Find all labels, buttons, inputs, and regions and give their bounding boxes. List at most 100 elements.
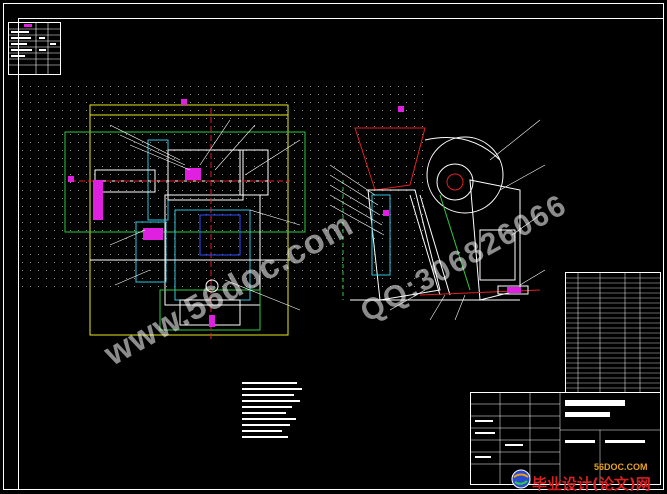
grid-dot: [414, 238, 415, 239]
grid-dot: [70, 238, 71, 239]
grid-dot: [182, 198, 183, 199]
grid-dot: [54, 270, 55, 271]
grid-dot: [166, 150, 167, 151]
grid-dot: [350, 86, 351, 87]
grid-dot: [398, 222, 399, 223]
grid-dot: [142, 158, 143, 159]
grid-dot: [334, 174, 335, 175]
right-view-fills: [383, 210, 521, 293]
grid-dot: [334, 158, 335, 159]
grid-dot: [102, 150, 103, 151]
grid-dot: [94, 134, 95, 135]
grid-dot: [86, 190, 87, 191]
grid-dot: [382, 102, 383, 103]
grid-dot: [102, 286, 103, 287]
grid-dot: [126, 214, 127, 215]
grid-dot: [150, 198, 151, 199]
grid-dot: [254, 94, 255, 95]
grid-dot: [318, 166, 319, 167]
grid-dot: [286, 278, 287, 279]
grid-dot: [262, 110, 263, 111]
grid-dot: [158, 254, 159, 255]
grid-dot: [142, 190, 143, 191]
grid-dot: [398, 278, 399, 279]
grid-dot: [150, 94, 151, 95]
grid-dot: [422, 214, 423, 215]
grid-dot: [310, 246, 311, 247]
grid-dot: [422, 86, 423, 87]
grid-dot: [382, 166, 383, 167]
grid-dot: [310, 262, 311, 263]
grid-dot: [22, 158, 23, 159]
grid-dot: [294, 126, 295, 127]
grid-dot: [110, 222, 111, 223]
grid-dot: [86, 246, 87, 247]
grid-dot: [390, 86, 391, 87]
grid-dot: [270, 198, 271, 199]
grid-dot: [262, 126, 263, 127]
grid-dot: [30, 86, 31, 87]
grid-dot: [206, 166, 207, 167]
grid-dot: [270, 126, 271, 127]
grid-dot: [366, 86, 367, 87]
grid-dot: [78, 118, 79, 119]
grid-dot: [190, 262, 191, 263]
grid-dot: [222, 118, 223, 119]
grid-dot: [38, 270, 39, 271]
grid-dot: [150, 134, 151, 135]
grid-dot: [214, 118, 215, 119]
grid-dot: [366, 238, 367, 239]
grid-dot: [406, 222, 407, 223]
grid-dot: [54, 262, 55, 263]
grid-dot: [190, 238, 191, 239]
grid-dot: [182, 142, 183, 143]
grid-dot: [70, 286, 71, 287]
grid-dot: [22, 86, 23, 87]
grid-dot: [190, 278, 191, 279]
grid-dot: [382, 182, 383, 183]
grid-dot: [110, 94, 111, 95]
grid-dot: [278, 214, 279, 215]
grid-dot: [110, 270, 111, 271]
grid-dot: [214, 198, 215, 199]
grid-dot: [118, 198, 119, 199]
grid-dot: [62, 174, 63, 175]
grid-dot: [30, 198, 31, 199]
grid-dot: [86, 126, 87, 127]
grid-dot: [374, 174, 375, 175]
grid-dot: [262, 286, 263, 287]
grid-dot: [134, 166, 135, 167]
grid-dot: [374, 102, 375, 103]
grid-dot: [278, 286, 279, 287]
grid-dot: [382, 174, 383, 175]
grid-dot: [182, 262, 183, 263]
grid-dot: [382, 150, 383, 151]
grid-dot: [150, 286, 151, 287]
grid-dot: [302, 94, 303, 95]
grid-dot: [222, 230, 223, 231]
grid-dot: [30, 182, 31, 183]
grid-dot: [86, 182, 87, 183]
grid-dot: [374, 238, 375, 239]
grid-dot: [30, 238, 31, 239]
grid-dot: [126, 118, 127, 119]
grid-dot: [134, 270, 135, 271]
grid-dot: [230, 206, 231, 207]
footer-logo[interactable]: 56DOC.COM 毕业设计(论文)网: [508, 462, 666, 493]
grid-dot: [222, 198, 223, 199]
grid-dot: [30, 102, 31, 103]
grid-dot: [262, 198, 263, 199]
grid-dot: [366, 134, 367, 135]
grid-dot: [422, 286, 423, 287]
grid-dot: [254, 134, 255, 135]
grid-dot: [30, 190, 31, 191]
grid-dot: [22, 110, 23, 111]
grid-dot: [286, 270, 287, 271]
grid-dot: [334, 206, 335, 207]
grid-dot: [22, 102, 23, 103]
grid-dot: [398, 102, 399, 103]
grid-dot: [366, 270, 367, 271]
grid-dot: [30, 94, 31, 95]
grid-dot: [270, 230, 271, 231]
grid-dot: [22, 118, 23, 119]
